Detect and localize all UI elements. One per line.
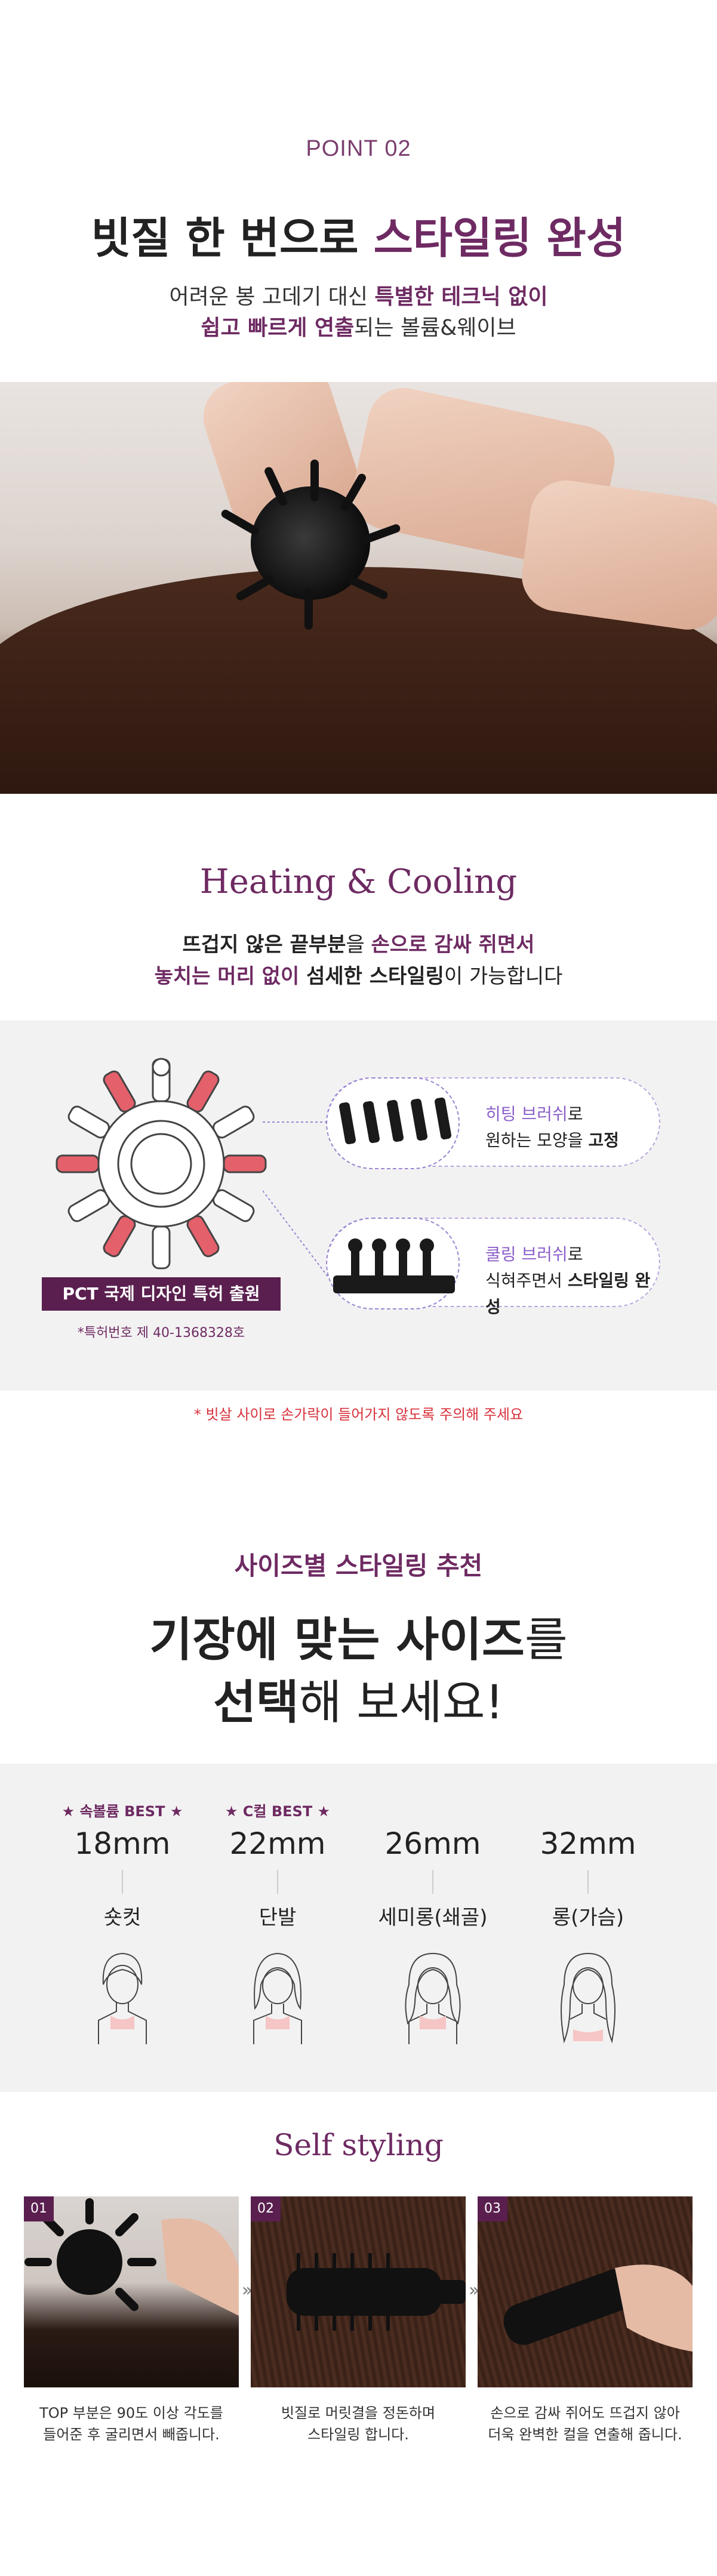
point-title: 빗질 한 번으로 스타일링 완성: [0, 203, 717, 266]
caption-line: 손으로 감싸 쥐어도 뜨겁지 않아: [490, 2405, 680, 2421]
step-1: 01: [24, 2196, 239, 2387]
size-mm: 18mm: [74, 1826, 171, 1861]
step-badge: 03: [478, 2196, 507, 2221]
heading1-bold: 기장에 맞는 사이즈: [149, 1613, 525, 1667]
heating-cooling-section: Heating & Cooling 뜨겁지 않은 끝부분을 손으로 감싸 쥐면서…: [0, 794, 717, 1021]
best-badge: ★ C컬 BEST ★: [224, 1803, 331, 1820]
hair-length: 숏컷: [103, 1906, 141, 1930]
desc2-plain: 이 가능합니다: [444, 965, 563, 988]
heating-cooling-title: Heating & Cooling: [199, 862, 518, 901]
divider: [432, 1870, 433, 1894]
brush-cross-section-icon: [56, 1058, 267, 1269]
bristle-icon: [310, 460, 319, 501]
step-2-photo: [251, 2196, 466, 2387]
heat-desc-1: 뜨겁지 않은 끝부분을 손으로 감싸 쥐면서: [0, 928, 717, 957]
caption-line: 들어준 후 굴리면서 빼줍니다.: [43, 2426, 220, 2443]
divider: [122, 1870, 123, 1894]
caption-line: 스타일링 합니다.: [307, 2426, 409, 2443]
divider: [587, 1870, 589, 1894]
cooling-brush-callout: 쿨링 브러쉬로 식혀주면서 스타일링 완성: [326, 1218, 660, 1317]
connector-lines: [263, 1121, 329, 1278]
heating-desc-bold: 고정: [588, 1130, 619, 1150]
desc2-accent: 놓치는 머리 없이: [154, 965, 300, 988]
cooling-desc: 식혀주면서: [485, 1271, 568, 1290]
heating-ro: 로: [567, 1104, 583, 1124]
cooling-desc-bold: 스타일링 완성: [485, 1271, 651, 1317]
sub2-bold: 쉽고 빠르게 연출: [201, 316, 355, 340]
cooling-ro: 로: [567, 1244, 583, 1264]
desc1-plain: 을: [346, 933, 371, 957]
size-subtitle: 사이즈별 스타일링 추천: [234, 1551, 483, 1580]
round-brush-icon: [287, 2253, 466, 2331]
pct-badge: PCT 국제 디자인 특허 출원: [42, 1277, 281, 1311]
bob-hair-figure-icon: [253, 1952, 302, 2044]
cooling-bristles-icon: [333, 1238, 455, 1293]
step-3-photo: [478, 2196, 693, 2387]
cooling-brush-image: [326, 1218, 460, 1309]
short-hair-figure-icon: [98, 1952, 147, 2044]
brush-with-hand-icon: [503, 2264, 693, 2352]
finger-warning: * 빗살 사이로 손가락이 들어가지 않도록 주의해 주세요: [193, 1406, 524, 1423]
hair-length: 단발: [259, 1906, 297, 1930]
heading2-light: 해 보세요!: [299, 1676, 504, 1730]
point-subtitle-2: 쉽고 빠르게 연출되는 볼륨&웨이브: [0, 310, 717, 341]
cooling-brush-label: 쿨링 브러쉬: [485, 1244, 568, 1264]
self-styling-title: Self styling: [273, 2128, 444, 2162]
heading1-light: 를: [524, 1613, 568, 1667]
point-subtitle-1: 어려운 봉 고데기 대신 특별한 테크닉 없이: [0, 279, 717, 310]
size-mm: 32mm: [540, 1826, 636, 1861]
semi-long-hair-figure-icon: [405, 1952, 461, 2044]
step-2: 02: [251, 2196, 466, 2387]
desc1-bold: 뜨겁지 않은 끝부분: [182, 933, 346, 957]
hair-length: 세미롱(쇄골): [378, 1906, 488, 1930]
point-label: POINT 02: [306, 136, 411, 161]
heating-brush-label: 히팅 브러쉬: [485, 1104, 568, 1124]
step-badge: 02: [251, 2196, 281, 2221]
heat-desc-2: 놓치는 머리 없이 섬세한 스타일링이 가능합니다: [0, 960, 717, 989]
caption-line: 빗질로 머릿결을 정돈하며: [281, 2405, 436, 2421]
size-heading-1: 기장에 맞는 사이즈를: [0, 1603, 717, 1669]
long-hair-figure-icon: [561, 1952, 616, 2044]
caption-line: TOP 부분은 90도 이상 각도를: [39, 2405, 223, 2421]
sub2-plain: 되는 볼륨&웨이브: [354, 316, 516, 340]
size-heading-2: 선택해 보세요!: [0, 1665, 717, 1732]
patent-number: *특허번호 제 40-1368328호: [77, 1326, 245, 1341]
heating-brush-text: 히팅 브러쉬로 원하는 모양을 고정: [485, 1101, 619, 1154]
cooling-brush-text: 쿨링 브러쉬로 식혀주면서 스타일링 완성: [485, 1241, 659, 1320]
heating-brush-image: [326, 1077, 460, 1169]
title-accent: 스타일링 완성: [373, 213, 626, 263]
heating-bristles-icon: [339, 1097, 451, 1145]
size-table: ★ 속볼륨 BEST ★ 18mm 숏컷 ★ C컬 BEST ★ 22mm 단발…: [0, 1764, 717, 2092]
sub1-bold: 특별한 테크닉 없이: [374, 285, 548, 309]
divider: [277, 1870, 278, 1894]
heating-brush-callout: 히팅 브러쉬로 원하는 모양을 고정: [326, 1077, 660, 1169]
sub1-plain: 어려운 봉 고데기 대신: [169, 285, 375, 309]
step-1-photo: [24, 2196, 239, 2387]
hero-photo: [0, 382, 717, 794]
chevron-right-icon: »: [242, 2280, 253, 2301]
bristle-icon: [304, 588, 313, 630]
chevron-right-icon: »: [469, 2280, 480, 2301]
size-mm: 22mm: [229, 1826, 326, 1861]
caption-line: 더욱 완벽한 컬을 연출해 줍니다.: [488, 2426, 682, 2443]
point-section: POINT 02 빗질 한 번으로 스타일링 완성 어려운 봉 고데기 대신 특…: [0, 0, 717, 382]
size-mm: 26mm: [384, 1826, 481, 1861]
brush-diagram-panel: PCT 국제 디자인 특허 출원 *특허번호 제 40-1368328호 히팅 …: [0, 1021, 717, 1391]
heading2-bold: 선택: [213, 1676, 299, 1730]
brush-top-view-icon: [24, 2198, 239, 2316]
best-badge: ★ 속볼륨 BEST ★: [61, 1803, 183, 1820]
desc2-bold: 섬세한 스타일링: [299, 965, 444, 988]
step-badge: 01: [24, 2196, 54, 2221]
title-plain: 빗질 한 번으로: [91, 213, 374, 263]
step-3: 03: [478, 2196, 693, 2387]
desc1-accent: 손으로 감싸 쥐면서: [371, 933, 535, 957]
heating-desc: 원하는 모양을: [485, 1130, 589, 1150]
hair-length: 롱(가슴): [552, 1906, 624, 1930]
